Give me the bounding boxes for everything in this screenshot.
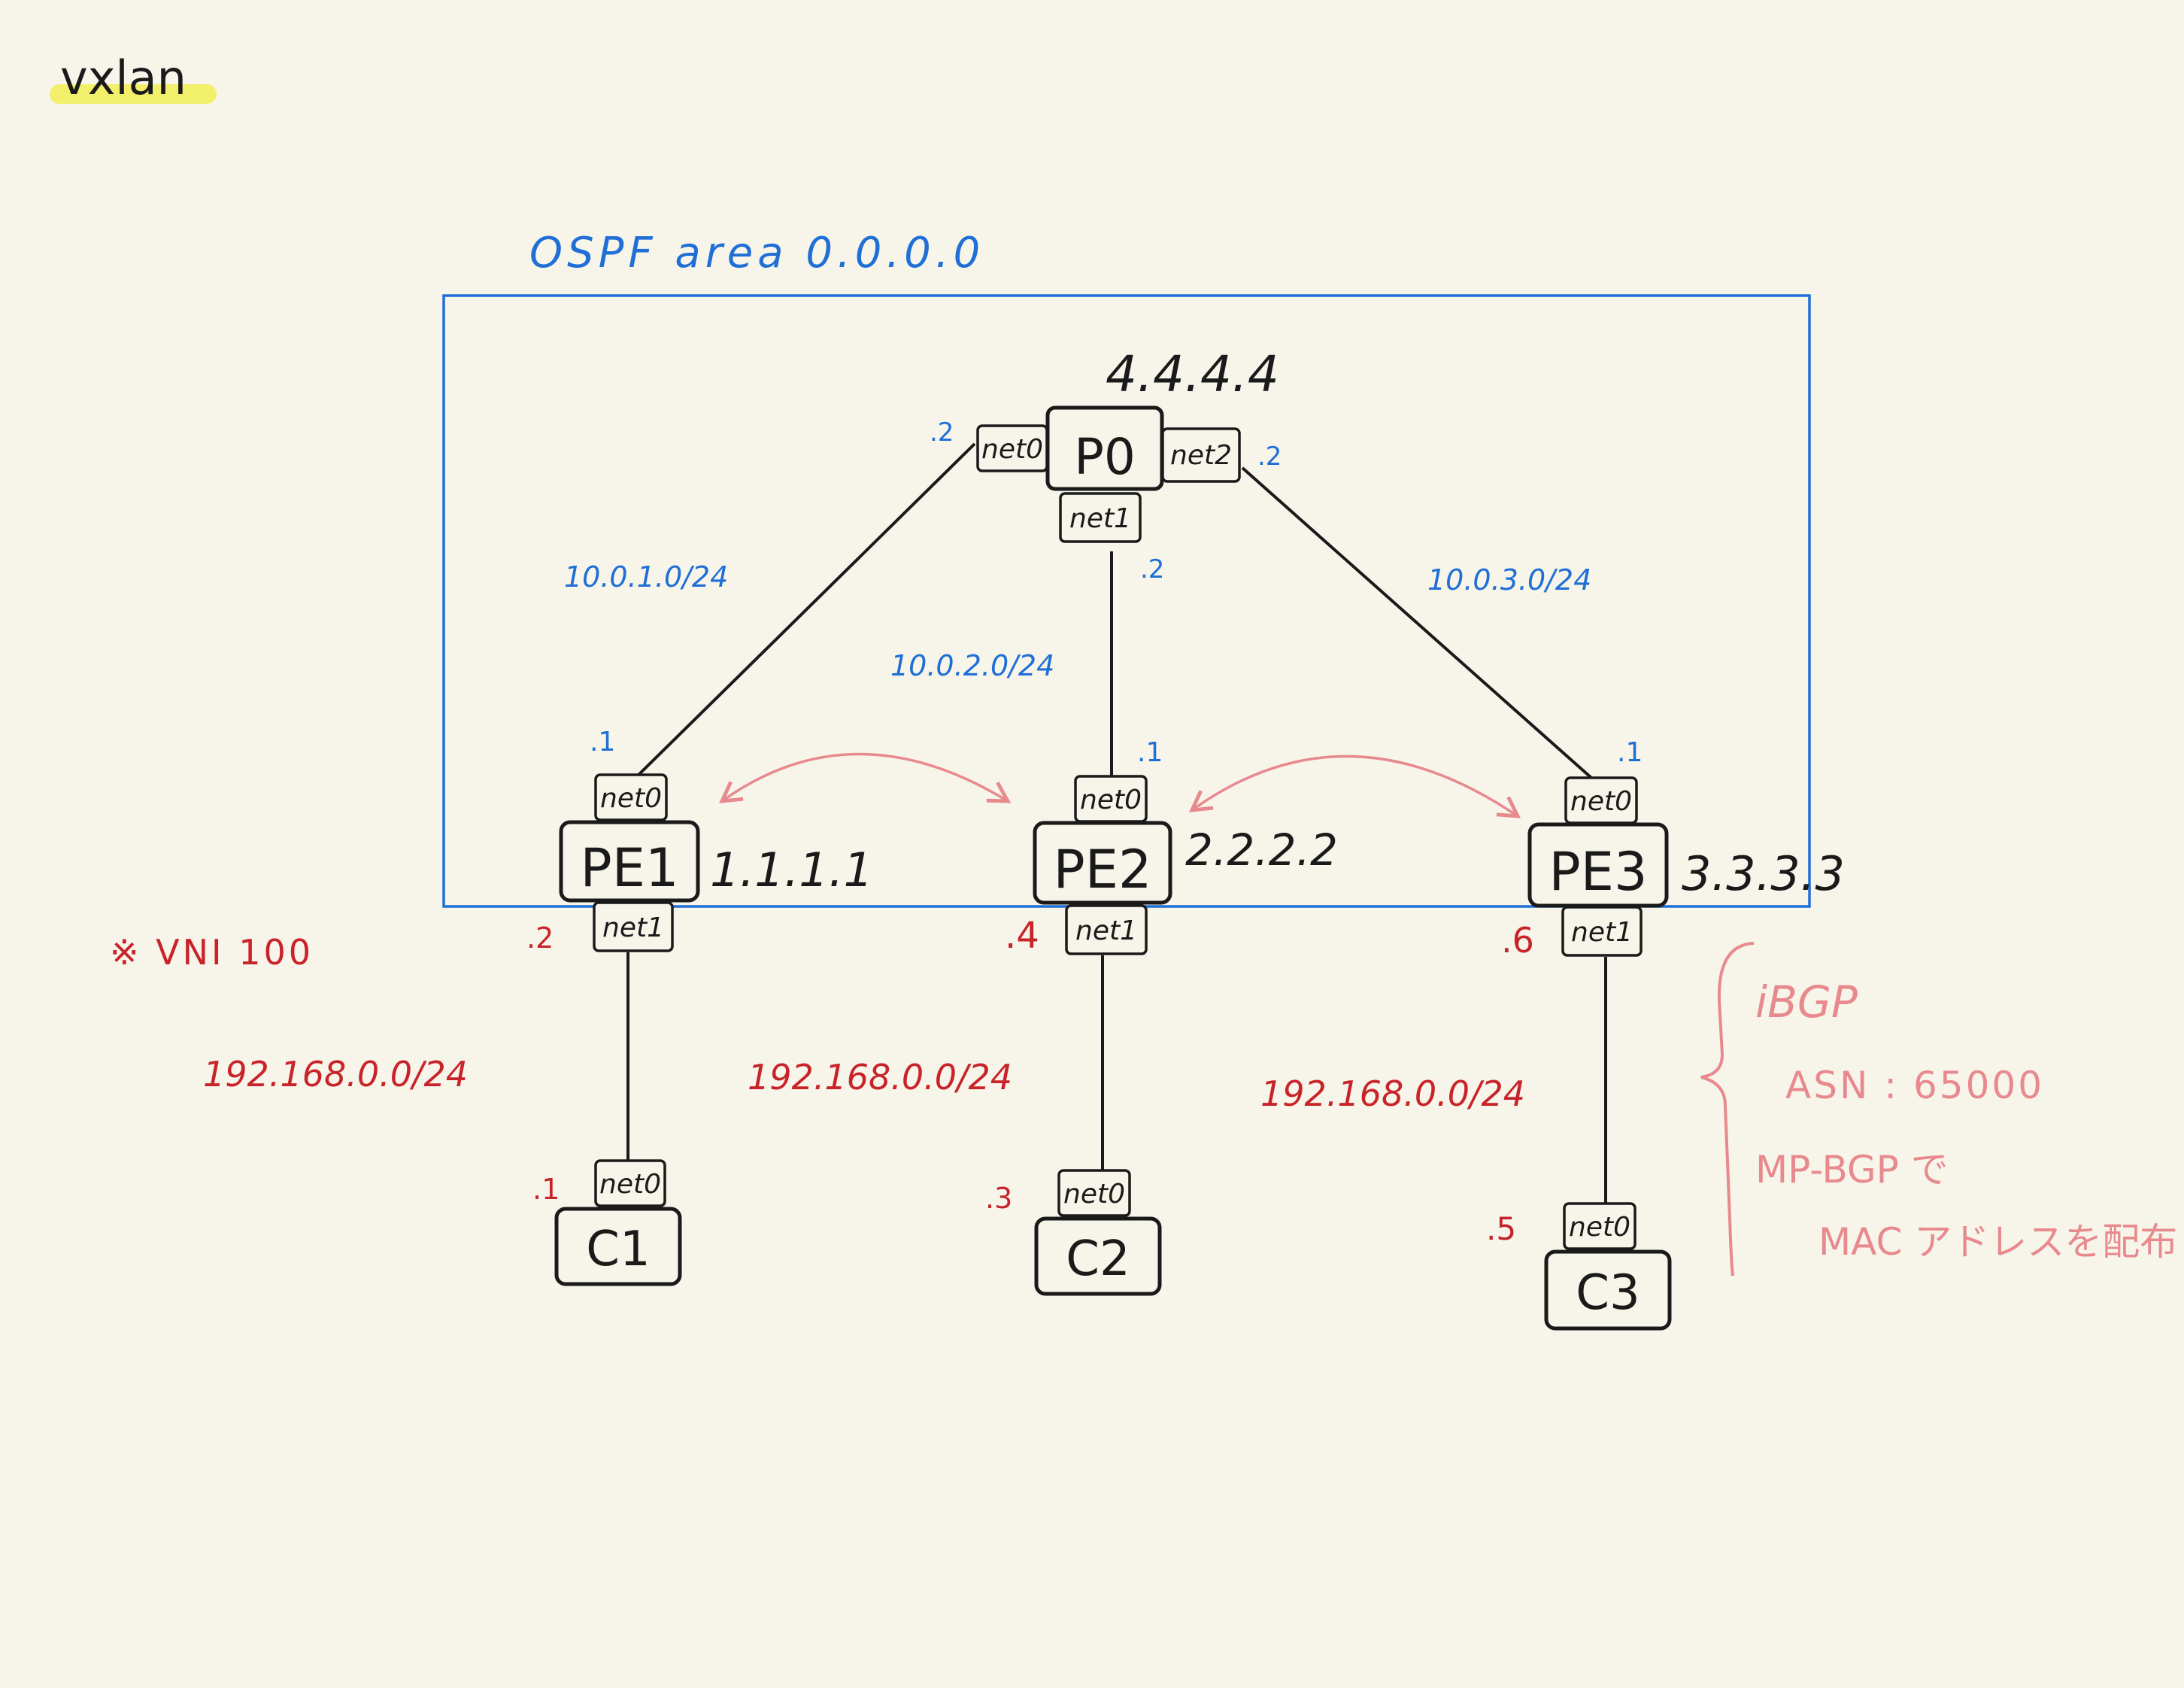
node-p0: P0 4.4.4.4 net0 net2 net1 .2 .2 .2 [930,345,1282,584]
subnet-core3: 10.0.3.0/24 [1427,563,1591,597]
interface-box-pe3-net1 [1561,906,1643,957]
subnet-access3: 192.168.0.0/24 [1260,1073,1525,1114]
interface-label-p0-net2: net2 [1170,440,1232,471]
router-name-pe2: PE2 [1054,839,1152,900]
host-name-c2: C2 [1066,1231,1130,1287]
interface-label-pe3-net0: net0 [1570,786,1632,817]
address-pe1-net1: .2 [526,921,554,955]
bgp-note-line1: iBGP [1755,976,1858,1028]
links [626,442,1607,1206]
address-p0-net0: .2 [930,417,954,448]
bgp-note-line4: MAC アドレスを配布 [1818,1220,2177,1264]
interface-box-pe1-net0 [594,773,668,821]
bgp-arrow-pe2-pe3 [1188,754,1521,818]
node-c1: net0 C1 .1 [532,1159,682,1286]
bgp-note-brace [1700,942,1755,1277]
router-id-p0: 4.4.4.4 [1106,345,1279,403]
address-pe1-net0: .1 [590,727,615,757]
router-id-pe2: 2.2.2.2 [1185,824,1338,876]
subnet-labels: 10.0.1.0/24 10.0.2.0/24 10.0.3.0/24 192.… [203,560,1591,1114]
router-name-pe1: PE1 [581,837,679,899]
router-name-p0: P0 [1074,428,1136,486]
interface-label-pe1-net0: net0 [600,783,662,814]
host-box-c2 [1034,1216,1162,1296]
router-id-pe1: 1.1.1.1 [710,842,873,897]
interface-label-pe3-net1: net1 [1571,917,1633,948]
interface-label-p0-net0: net0 [981,434,1043,465]
address-pe3-net0: .1 [1617,737,1643,768]
address-pe2-net1: .4 [1005,915,1039,957]
interface-label-p0-net1: net1 [1069,503,1131,534]
subnet-access2: 192.168.0.0/24 [748,1057,1012,1098]
bgp-note: iBGP ASN : 65000 MP-BGP で MAC アドレスを配布 [1700,942,2177,1277]
bgp-note-line3: MP-BGP で [1755,1148,1949,1192]
ospf-area: OSPF area 0.0.0.0 [442,229,1811,908]
link-p0-pe3 [1241,466,1593,779]
page-title-group: vxlan [50,50,217,105]
address-c1-net0: .1 [532,1173,560,1206]
interface-label-c1-net0: net0 [599,1169,661,1200]
interface-box-pe2-net1 [1065,904,1148,955]
address-c3-net0: .5 [1486,1210,1516,1247]
router-box-pe2 [1033,821,1172,905]
subnet-core1: 10.0.1.0/24 [564,560,728,594]
node-c3: net0 C3 .5 [1486,1202,1672,1331]
bgp-arrow-pe1-pe2 [718,752,1012,803]
address-pe2-net0: .1 [1137,737,1163,768]
bgp-note-line2: ASN : 65000 [1785,1064,2044,1107]
ospf-area-label: OSPF area 0.0.0.0 [529,229,984,278]
vni-note: ※ VNI 100 [110,932,314,973]
node-pe2: net0 PE2 2.2.2.2 net1 .1 .4 [1005,737,1338,957]
router-name-pe3: PE3 [1549,841,1648,903]
address-p0-net2: .2 [1257,442,1282,472]
node-pe1: net0 PE1 1.1.1.1 net1 .1 .2 [526,727,873,955]
title-highlight [50,84,217,104]
interface-label-c3-net0: net0 [1569,1212,1630,1243]
interface-label-pe2-net1: net1 [1075,915,1137,946]
router-box-pe3 [1527,822,1669,908]
subnet-access1: 192.168.0.0/24 [203,1054,468,1094]
interface-box-p0-net2 [1161,427,1241,483]
node-c2: net0 C2 .3 [985,1169,1162,1296]
link-p0-pe1 [634,442,976,779]
interface-box-c2-net0 [1057,1169,1131,1217]
host-box-c1 [554,1207,682,1286]
host-box-c3 [1544,1249,1672,1331]
host-name-c3: C3 [1576,1265,1640,1321]
node-pe3: net0 PE3 3.3.3.3 net1 .1 .6 [1501,737,1845,961]
interface-box-c1-net0 [594,1159,666,1207]
page-title: vxlan [60,50,187,105]
interface-label-pe1-net1: net1 [602,912,664,943]
subnet-core2: 10.0.2.0/24 [890,649,1054,682]
bgp-peering-arrows [718,752,1521,818]
address-pe3-net1: .6 [1501,920,1534,961]
interface-box-pe1-net1 [593,901,674,952]
interface-box-p0-net0 [976,424,1048,472]
address-p0-net1: .2 [1140,554,1164,584]
router-box-pe1 [559,820,700,903]
interface-box-c3-net0 [1563,1202,1636,1250]
address-c2-net0: .3 [985,1182,1012,1215]
interface-label-pe2-net0: net0 [1080,785,1142,815]
router-id-pe3: 3.3.3.3 [1682,846,1845,901]
host-name-c1: C1 [586,1222,650,1277]
interface-label-c2-net0: net0 [1063,1179,1125,1210]
interface-box-p0-net1 [1059,492,1142,543]
